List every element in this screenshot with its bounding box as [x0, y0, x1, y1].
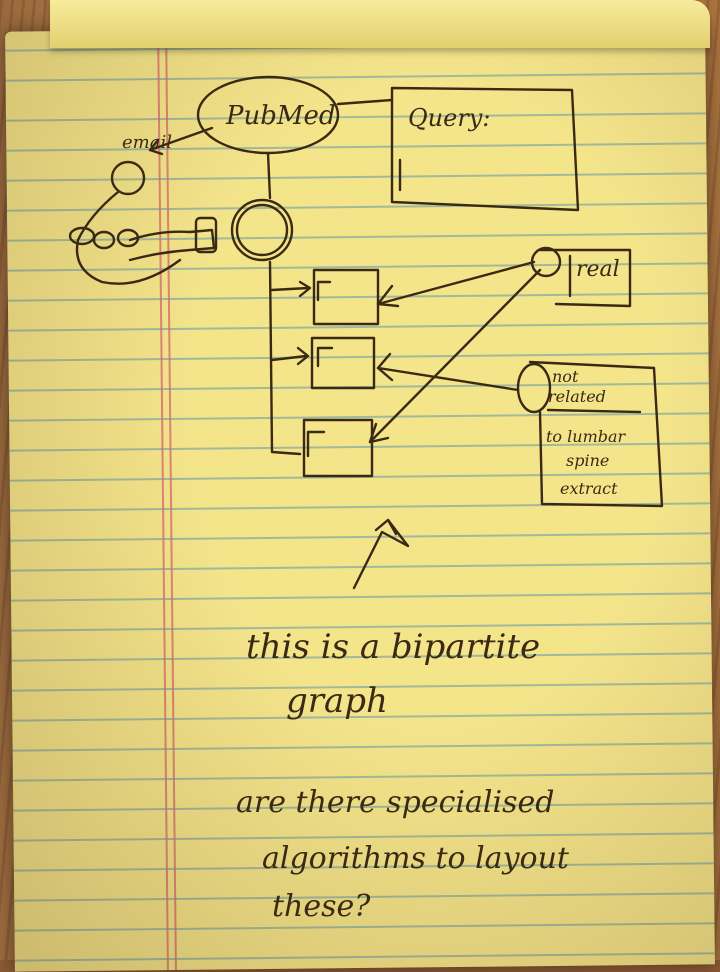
notrel-tag-hole [516, 362, 552, 414]
pubmed-query-connector [336, 98, 394, 106]
device-handle [194, 216, 218, 254]
person-body [75, 190, 182, 285]
email-arrow [148, 126, 214, 152]
pubmed-stem [266, 151, 272, 200]
person-hand [92, 230, 116, 250]
email-arrowhead [148, 138, 164, 156]
query-box [390, 86, 580, 212]
pointer-arrow [352, 518, 410, 590]
branch-arrow-1 [270, 280, 312, 298]
document-box-2 [310, 336, 376, 390]
notrel-line-2: related [548, 387, 606, 406]
edge-real-doc3 [368, 268, 542, 444]
note-line-2: graph [286, 681, 388, 721]
person-arm [128, 228, 216, 262]
edge-arrowhead [368, 422, 390, 444]
doc-mark [306, 430, 326, 458]
hub-circle [230, 198, 294, 262]
notrel-line-5: extract [560, 479, 618, 498]
notrel-line-1: not [552, 367, 579, 386]
trunk-line [268, 260, 302, 456]
note-line-5: these? [272, 889, 371, 924]
query-label: Query: [408, 104, 490, 132]
notrel-tag-box [528, 360, 664, 508]
branch-arrow-2 [270, 346, 310, 366]
note-line-1: this is a bipartite [246, 627, 540, 667]
notrel-underline [546, 408, 642, 414]
notrel-line-4: spine [566, 451, 609, 470]
note-line-4: algorithms to layout [262, 841, 570, 876]
document-box-3 [302, 418, 374, 478]
notrel-line-3: to lumbar [546, 427, 627, 446]
edge-notrel-doc2 [376, 366, 520, 392]
doc-mark [316, 280, 332, 302]
edge-arrowhead [376, 352, 394, 382]
pointer-arrowhead [374, 518, 398, 536]
real-tag-box [538, 248, 632, 308]
person-head [110, 160, 146, 196]
folded-top-pages [50, 0, 710, 48]
real-tag-hole [530, 246, 562, 278]
hub-circle-inner [235, 203, 289, 257]
edge-real-doc1 [376, 260, 536, 306]
document-box-1 [312, 268, 380, 326]
real-label: real [576, 257, 620, 282]
edge-arrowhead [376, 284, 400, 308]
note-line-3: are there specialised [236, 785, 554, 820]
doc-mark [316, 346, 334, 368]
pubmed-label: PubMed [225, 101, 336, 131]
email-label: email [122, 132, 172, 153]
